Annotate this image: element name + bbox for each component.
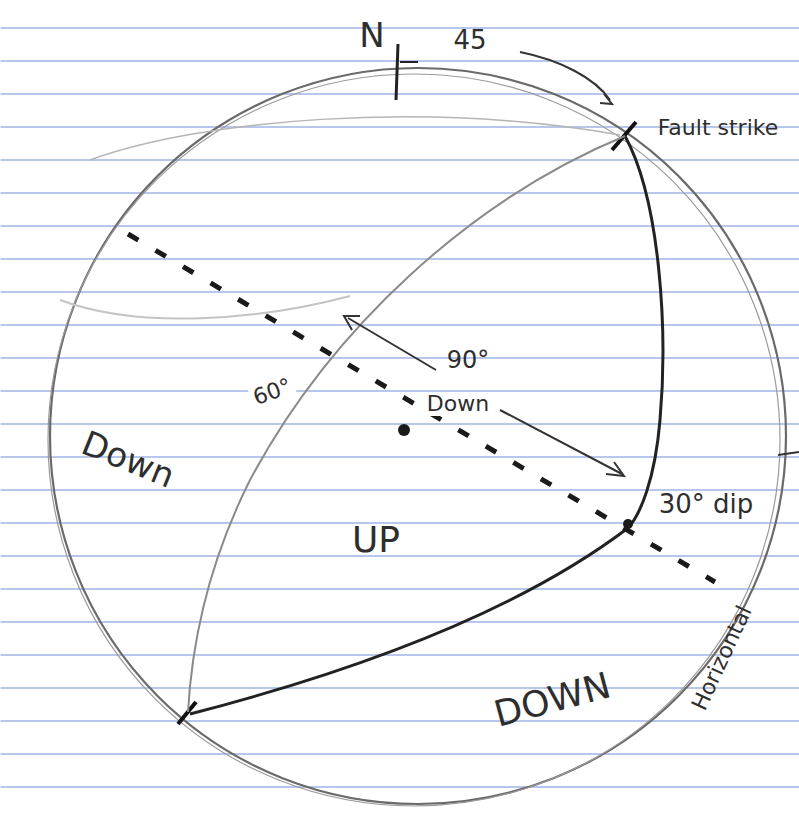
- horizontal-label: Horizontal: [687, 602, 756, 714]
- angle-label: 90°: [447, 347, 490, 373]
- dashed-trace: [128, 234, 715, 582]
- net-circle: [50, 68, 786, 804]
- leader-arrow: [348, 318, 436, 370]
- auxiliary-plane: [188, 136, 625, 712]
- north-label: N: [359, 17, 384, 54]
- leader-arrow: [500, 410, 622, 474]
- dip-label: 30° dip: [659, 490, 754, 519]
- nodal-plane: [190, 136, 663, 714]
- strike-azimuth: 45: [453, 26, 486, 55]
- ruled-lines: [0, 28, 799, 787]
- fault-strike-note: Fault strike: [658, 116, 779, 140]
- direction-label: Down: [424, 392, 492, 416]
- quadrant-label: DOWN: [490, 666, 615, 735]
- leader-arrow: [520, 52, 610, 100]
- angle-label: 60°: [247, 373, 298, 411]
- quadrant-label: UP: [352, 520, 400, 560]
- north-tick: [396, 44, 398, 100]
- quadrant-label: Down: [76, 425, 179, 496]
